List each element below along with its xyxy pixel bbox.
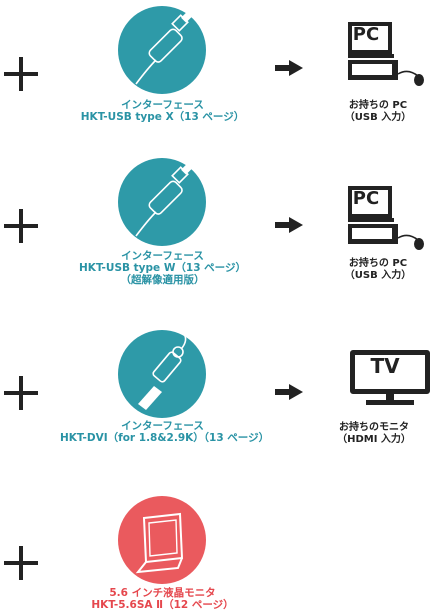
device-name: インターフェース: [121, 99, 204, 111]
tv-icon: TV: [350, 350, 430, 410]
plus-icon: [4, 57, 38, 91]
target-connection: （USB 入力）: [344, 270, 412, 281]
device-model: HKT-5.6SA Ⅱ（12 ページ）: [91, 599, 234, 611]
dvi-adapter-icon: [118, 330, 206, 418]
target-connection: （HDMI 入力）: [337, 434, 411, 445]
usb-cable-icon: [118, 158, 206, 246]
device-caption: インターフェース HKT-USB type X（13 ページ）: [60, 99, 265, 123]
device-model: HKT-DVI（for 1.8&2.9K）（13 ページ）: [60, 432, 270, 444]
usb-cable-icon: [118, 6, 206, 94]
target-icon-label: PC: [352, 188, 380, 209]
device-model: HKT-USB type W（13 ページ）: [79, 262, 246, 274]
plus-icon: [4, 546, 38, 580]
arrow-right-icon: [275, 384, 303, 400]
target-icon-label: PC: [352, 24, 380, 45]
arrow-right-icon: [275, 217, 303, 233]
target-name: お持ちの PC: [348, 258, 408, 269]
device-name: インターフェース: [121, 250, 204, 262]
device-model: HKT-USB type X（13 ページ）: [80, 111, 245, 123]
device-name: 5.6 インチ液晶モニタ: [109, 587, 216, 599]
device-note: （超解像適用版）: [120, 274, 205, 286]
plus-icon: [4, 376, 38, 410]
target-connection: （USB 入力）: [344, 112, 412, 123]
target-name: お持ちのモニタ: [339, 422, 409, 433]
target-icon-label: TV: [370, 354, 400, 378]
lcd-monitor-icon: [118, 496, 206, 584]
pc-icon: PC: [348, 22, 428, 94]
device-caption: インターフェース HKT-USB type W（13 ページ） （超解像適用版）: [60, 250, 265, 286]
plus-icon: [4, 209, 38, 243]
target-caption: お持ちの PC （USB 入力）: [328, 100, 428, 124]
device-caption: インターフェース HKT-DVI（for 1.8&2.9K）（13 ページ）: [60, 420, 270, 444]
pc-icon: PC: [348, 186, 428, 258]
device-name: インターフェース: [121, 420, 204, 432]
target-caption: お持ちのモニタ （HDMI 入力）: [318, 422, 430, 446]
arrow-right-icon: [275, 60, 303, 76]
target-caption: お持ちの PC （USB 入力）: [328, 258, 428, 282]
target-name: お持ちの PC: [348, 100, 408, 111]
device-caption: 5.6 インチ液晶モニタ HKT-5.6SA Ⅱ（12 ページ）: [60, 587, 265, 611]
